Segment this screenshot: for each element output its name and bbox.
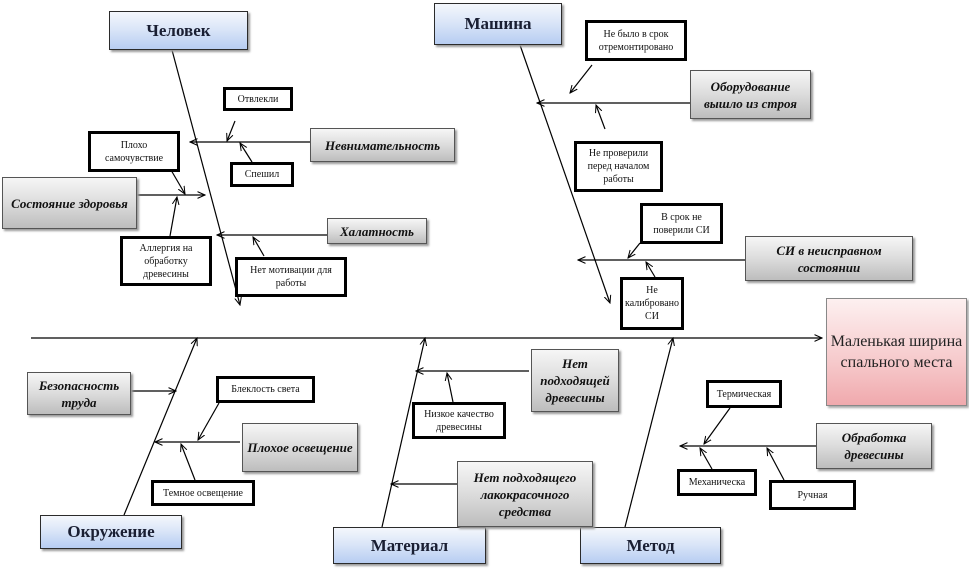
cause-work-safety: Безопасность труда <box>27 372 131 415</box>
sub-cause: Не проверили перед началом работы <box>574 141 663 192</box>
cause-si-faulty: СИ в неисправном состоянии <box>745 236 913 281</box>
category-man: Человек <box>109 11 248 50</box>
cause-negligence: Халатность <box>327 218 427 244</box>
sub-cause: В срок не поверили СИ <box>640 203 723 244</box>
sub-cause: Не калибровано СИ <box>620 277 684 330</box>
sub-cause: Нет мотивации для работы <box>235 257 347 297</box>
sub-cause: Термическая <box>706 380 782 408</box>
cause-no-wood: Нет подходящей древесины <box>531 349 619 412</box>
sub-cause: Ручная <box>769 480 856 510</box>
sub-cause: Блеклость света <box>216 376 315 403</box>
category-machine: Машина <box>434 3 562 45</box>
bone-method <box>624 338 673 528</box>
cause-wood-processing: Обработка древесины <box>816 423 932 469</box>
cause-equipment-failure: Оборудование вышло из строя <box>690 70 811 119</box>
sub-cause: Спешил <box>230 162 294 187</box>
sub-cause: Не было в срок отремонтировано <box>585 20 687 61</box>
effect-box: Маленькая ширина спального места <box>826 298 967 406</box>
sub-cause: Плохо самочувствие <box>88 131 180 172</box>
cause-inattention: Невнимательность <box>310 128 455 162</box>
category-environment: Окружение <box>40 515 182 549</box>
sub-cause: Механическа <box>677 469 757 496</box>
cause-poor-lighting: Плохое освещение <box>242 423 358 472</box>
sub-cause: Отвлекли <box>223 87 293 111</box>
sub-cause: Аллергия на обработку древесины <box>120 236 212 286</box>
bone-environment <box>123 338 197 516</box>
bone-man <box>171 49 240 305</box>
category-material: Материал <box>333 527 486 564</box>
cause-health: Состояние здоровья <box>2 177 137 229</box>
sub-cause: Темное освещение <box>151 480 255 506</box>
sub-cause: Низкое качество древесины <box>412 402 506 439</box>
cause-no-paint: Нет подходящего лакокрасочного средства <box>457 461 593 527</box>
category-method: Метод <box>580 527 721 564</box>
